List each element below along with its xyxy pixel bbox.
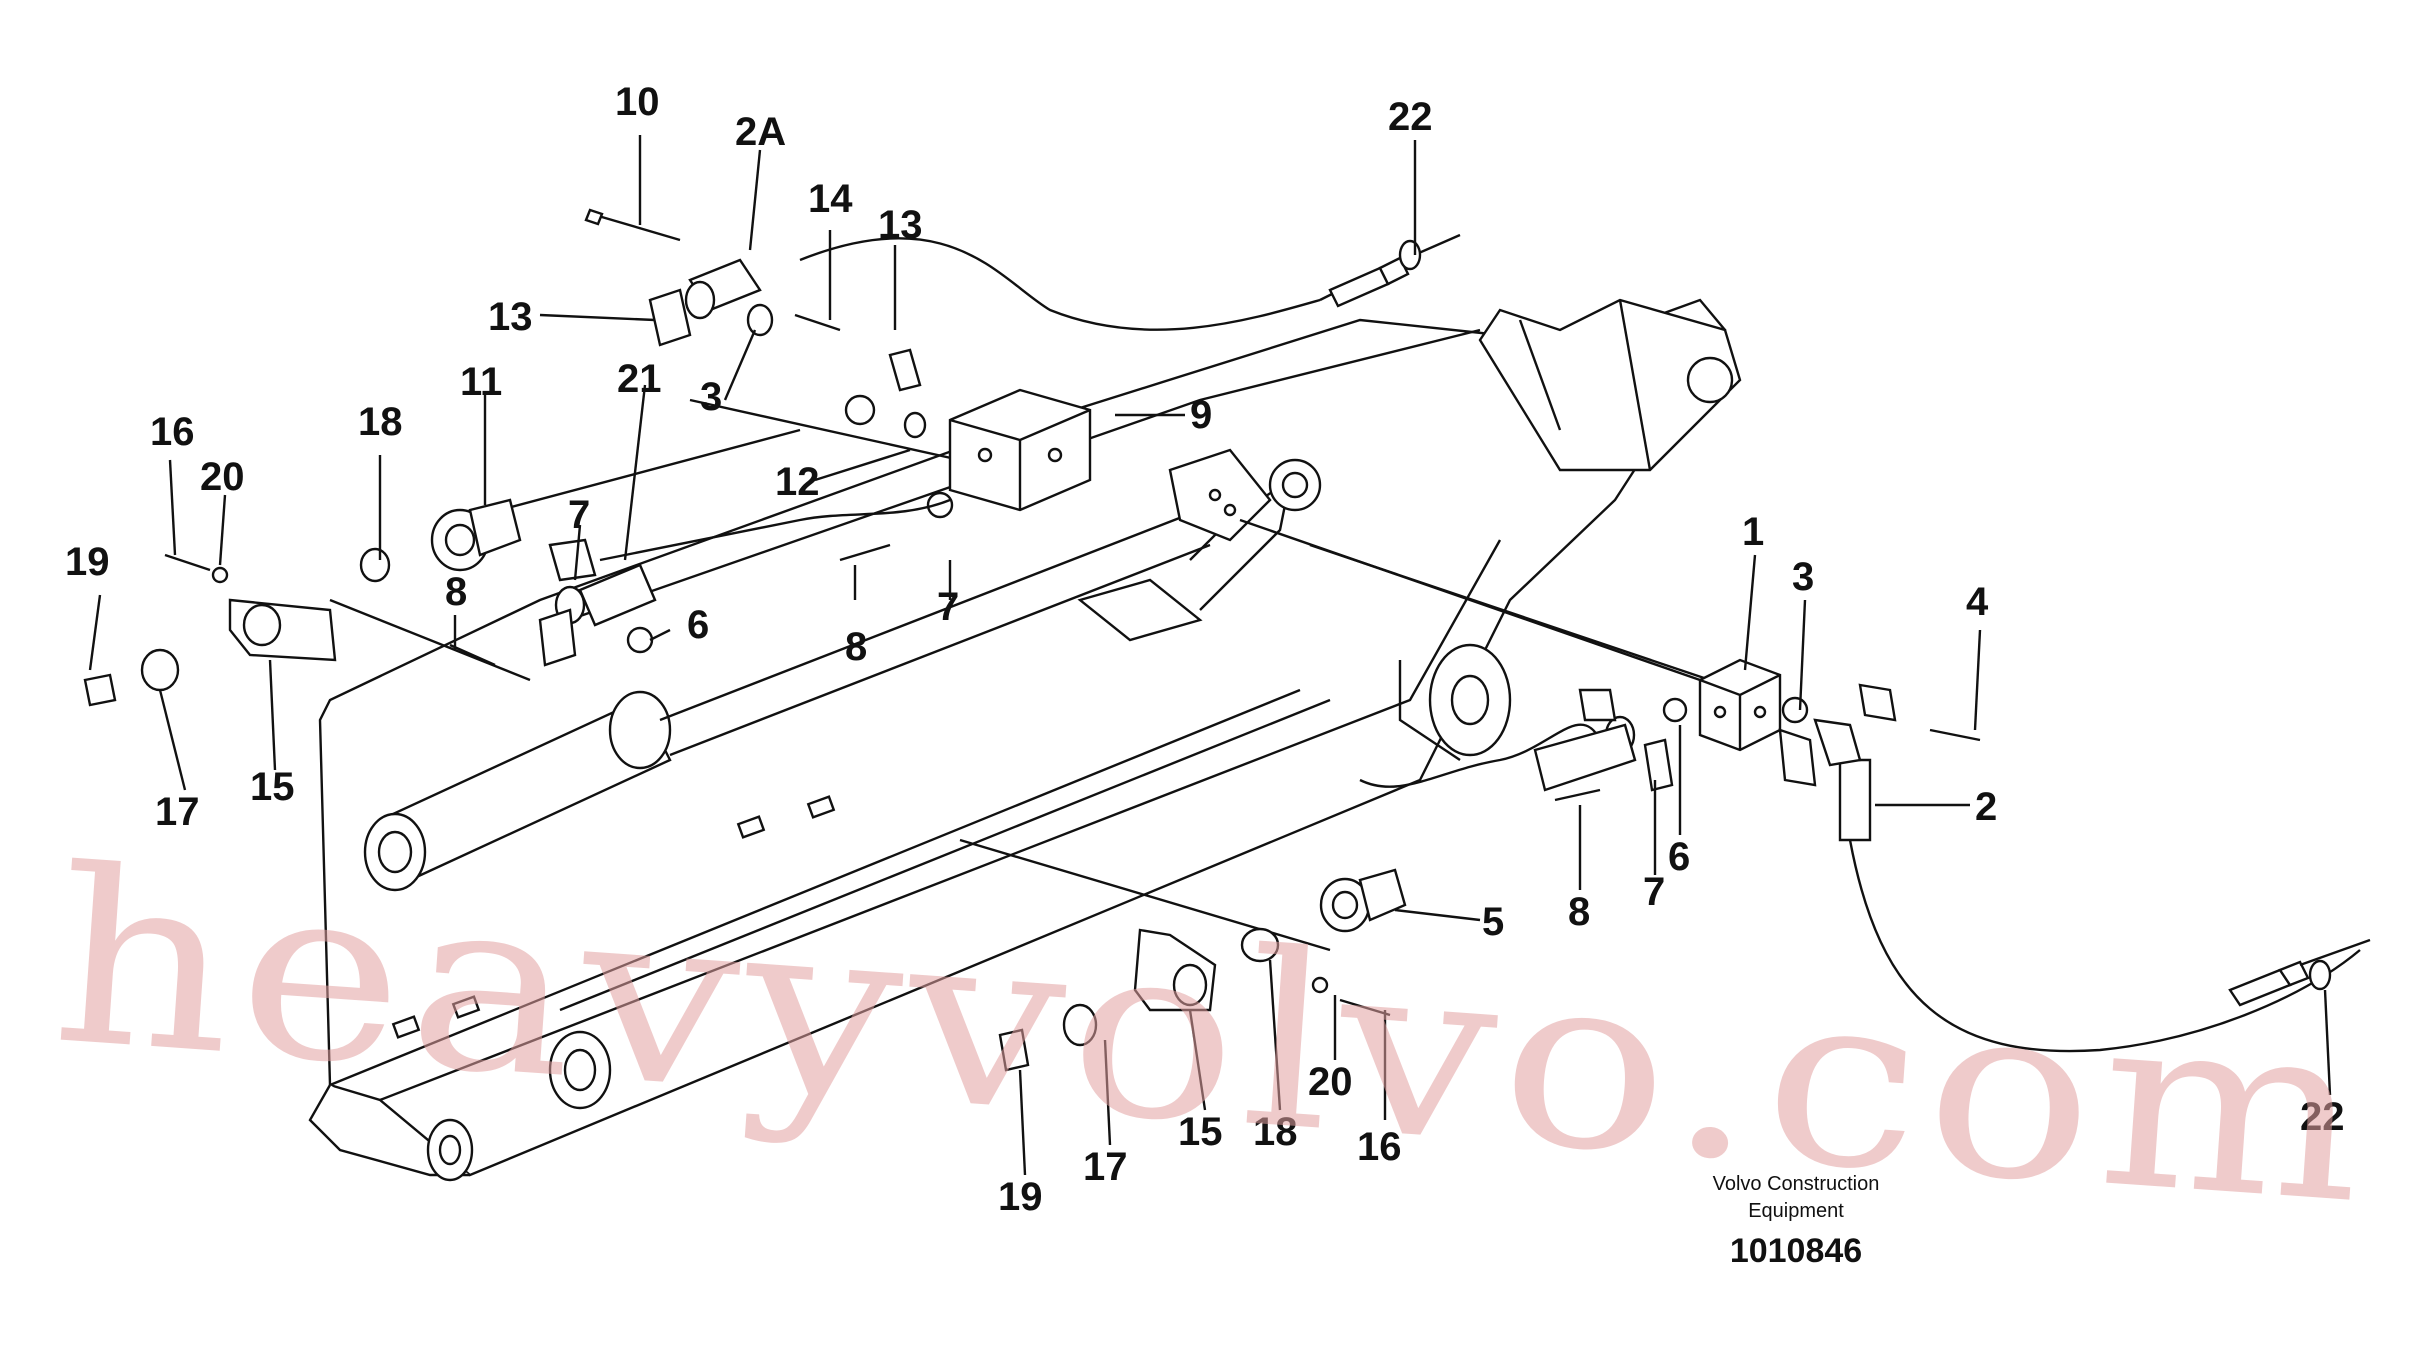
callout-22: 22 <box>2300 1095 2345 1139</box>
callout-2a: 2A <box>735 110 786 154</box>
callout-3: 3 <box>700 375 722 419</box>
boom-arm <box>308 298 1742 1182</box>
callout-labels: 10 2A 14 13 13 22 21 3 9 12 11 18 16 20 … <box>65 80 2345 1219</box>
callout-11: 11 <box>460 360 502 404</box>
callout-3: 3 <box>1792 555 1814 599</box>
drawing-number: 1010846 <box>1730 1232 1862 1270</box>
callout-6: 6 <box>1668 835 1690 879</box>
callout-20: 20 <box>200 455 245 499</box>
callout-1: 1 <box>1742 510 1764 554</box>
callout-21: 21 <box>617 357 662 401</box>
callout-18: 18 <box>1253 1110 1298 1154</box>
callout-12: 12 <box>775 460 820 504</box>
callout-5: 5 <box>1482 900 1504 944</box>
callout-16: 16 <box>150 410 195 454</box>
callout-7: 7 <box>937 585 959 629</box>
callout-16: 16 <box>1357 1125 1402 1169</box>
callout-19: 19 <box>998 1175 1043 1219</box>
callout-2: 2 <box>1975 785 1997 829</box>
callout-7: 7 <box>568 493 590 537</box>
callout-13: 13 <box>488 295 533 339</box>
drawing-caption: Volvo Construction Equipment 1010846 <box>1713 1173 1880 1270</box>
callout-8: 8 <box>1568 890 1590 934</box>
watermark-text: heavyvolvo.com <box>45 816 2379 1257</box>
leader-lines <box>88 135 2332 1176</box>
callout-4: 4 <box>1966 580 1989 624</box>
callout-17: 17 <box>1083 1145 1128 1189</box>
callout-9: 9 <box>1190 393 1212 437</box>
fittings <box>83 208 2332 1072</box>
callout-10: 10 <box>615 80 660 124</box>
callout-18: 18 <box>358 400 403 444</box>
caption-line-1: Volvo Construction <box>1713 1173 1880 1195</box>
callout-15: 15 <box>1178 1110 1223 1154</box>
caption-line-2: Equipment <box>1748 1200 1844 1222</box>
callout-8: 8 <box>445 570 467 614</box>
callout-14: 14 <box>808 177 853 221</box>
callout-15: 15 <box>250 765 295 809</box>
callout-6: 6 <box>687 603 709 647</box>
callout-20: 20 <box>1308 1060 1353 1104</box>
callout-22: 22 <box>1388 95 1433 139</box>
callout-8: 8 <box>845 625 867 669</box>
callout-7: 7 <box>1643 870 1665 914</box>
callout-19: 19 <box>65 540 110 584</box>
callout-13: 13 <box>878 203 923 247</box>
callout-17: 17 <box>155 790 200 834</box>
